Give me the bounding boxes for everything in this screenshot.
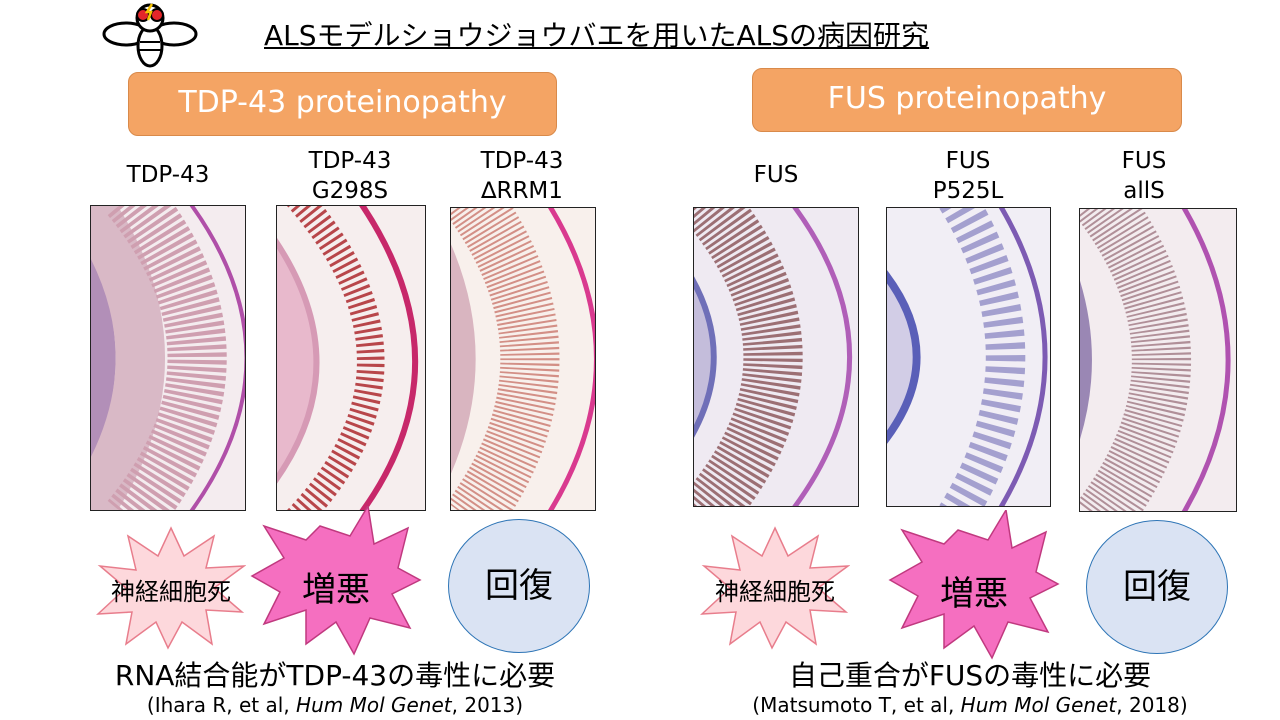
histology-image-tdp43-drrm1 [450, 207, 596, 511]
histology-image-tdp43-g298s [276, 205, 426, 511]
cell-death-burst-right [699, 526, 851, 650]
label-tdp43-drrm1: TDP-43∆RRM1 [480, 148, 564, 204]
worsen-burst-left [250, 503, 422, 656]
page-title: ALSモデルショウジョウバエを用いたALSの病因研究 [264, 19, 930, 52]
worsen-label-right: 増悪 [940, 574, 1008, 614]
recover-ellipse-left: 回復 [448, 519, 590, 653]
fus-section-header: FUS proteinopathy [752, 68, 1182, 132]
histology-image-fus-alls [1079, 208, 1237, 512]
label-tdp43: TDP-43 [126, 162, 210, 188]
histology-image-tdp43 [90, 205, 246, 511]
citation-right: (Matsumoto T, et al, Hum Mol Genet, 2018… [752, 693, 1188, 717]
citation-left: (Ihara R, et al, Hum Mol Genet, 2013) [146, 693, 524, 717]
histology-image-fus [693, 207, 859, 507]
fly-logo-icon [100, 0, 200, 70]
recover-ellipse-right: 回復 [1086, 520, 1228, 654]
conclusion-right: 自己重合がFUSの毒性に必要 [788, 659, 1152, 692]
cell-death-label-right: 神経細胞死 [715, 578, 835, 606]
worsen-burst-right [888, 507, 1060, 660]
tdp43-section-header: TDP-43 proteinopathy [128, 72, 557, 136]
histology-image-fus-p525l [886, 207, 1051, 507]
label-fus: FUS [753, 162, 799, 188]
conclusion-left: RNA結合能がTDP-43の毒性に必要 [114, 659, 556, 692]
cell-death-label-left: 神経細胞死 [111, 578, 231, 606]
worsen-label-left: 増悪 [302, 570, 370, 610]
cell-death-burst-left [95, 526, 247, 650]
